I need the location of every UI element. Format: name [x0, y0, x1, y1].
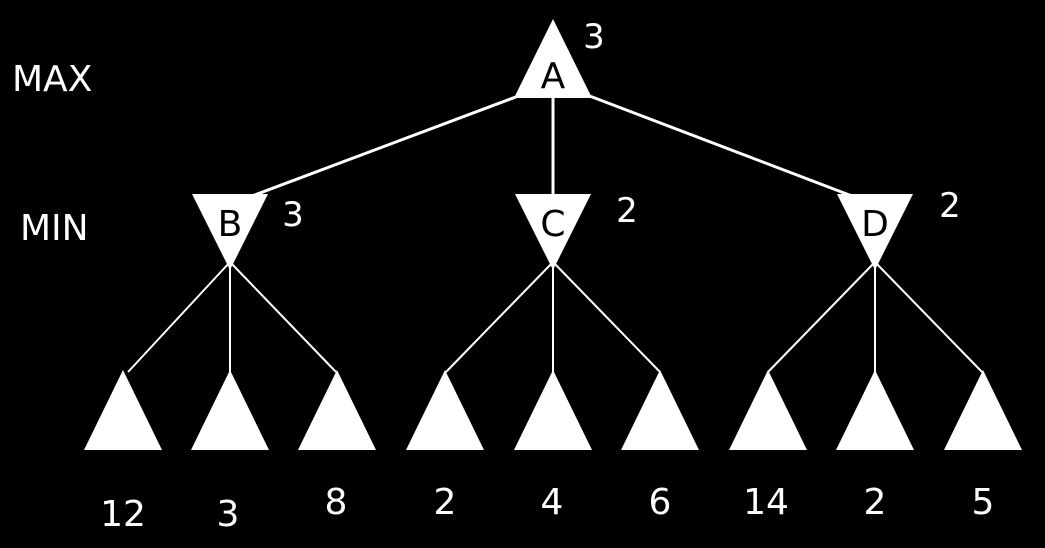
leaf-value: 3	[217, 494, 240, 535]
edge-b-leaf-1	[127, 261, 231, 373]
leaf-triangle-icon	[298, 370, 376, 450]
leaf-value: 4	[541, 482, 564, 523]
leaf-value: 12	[100, 494, 146, 535]
leaf-triangles	[84, 370, 1022, 450]
min-node-c: C	[515, 194, 591, 270]
edge-d-leaf-7	[767, 261, 876, 373]
edge-b-leaf-3	[229, 261, 337, 373]
min-node-label: D	[861, 204, 889, 245]
root-node-a: A	[514, 19, 592, 98]
max-triangle-icon	[514, 19, 592, 98]
min-node-label: C	[540, 204, 565, 245]
min-node-d: D	[837, 194, 913, 270]
leaf-value: 2	[434, 482, 457, 523]
min-triangle-icon	[192, 194, 268, 270]
min-node-label: B	[218, 204, 243, 245]
min-triangle-icon	[837, 194, 913, 270]
edge-c-leaf-6	[552, 261, 661, 373]
min-level-label: MIN	[20, 208, 89, 249]
max-level-label: MAX	[12, 59, 92, 100]
edge-c-leaf-4	[445, 261, 554, 373]
root-edges	[251, 93, 853, 198]
leaf-triangle-icon	[944, 370, 1022, 450]
leaf-triangle-icon	[406, 370, 484, 450]
edge-d-leaf-9	[874, 261, 983, 373]
leaf-value: 2	[864, 482, 887, 523]
leaf-triangle-icon	[621, 370, 699, 450]
leaf-triangle-icon	[191, 370, 269, 450]
leaf-triangle-icon	[836, 370, 914, 450]
leaf-triangle-icon	[514, 370, 592, 450]
edge-a-b	[251, 93, 522, 198]
leaf-triangle-icon	[729, 370, 807, 450]
leaf-value: 5	[972, 482, 995, 523]
root-value: 3	[583, 17, 605, 57]
min-node-value: 2	[939, 186, 961, 226]
leaf-edges	[127, 261, 983, 373]
leaf-value: 6	[649, 482, 672, 523]
leaf-value: 8	[325, 482, 348, 523]
leaf-value: 14	[743, 482, 789, 523]
min-triangle-icon	[515, 194, 591, 270]
edge-a-d	[586, 93, 853, 198]
root-node-label: A	[541, 56, 566, 97]
min-node-b: B	[192, 194, 268, 270]
min-node-value: 3	[282, 195, 304, 235]
min-node-value: 2	[616, 191, 638, 231]
leaf-triangle-icon	[84, 370, 162, 450]
leaf-values: 12 3 8 2 4 6 14 2 5	[100, 482, 994, 535]
